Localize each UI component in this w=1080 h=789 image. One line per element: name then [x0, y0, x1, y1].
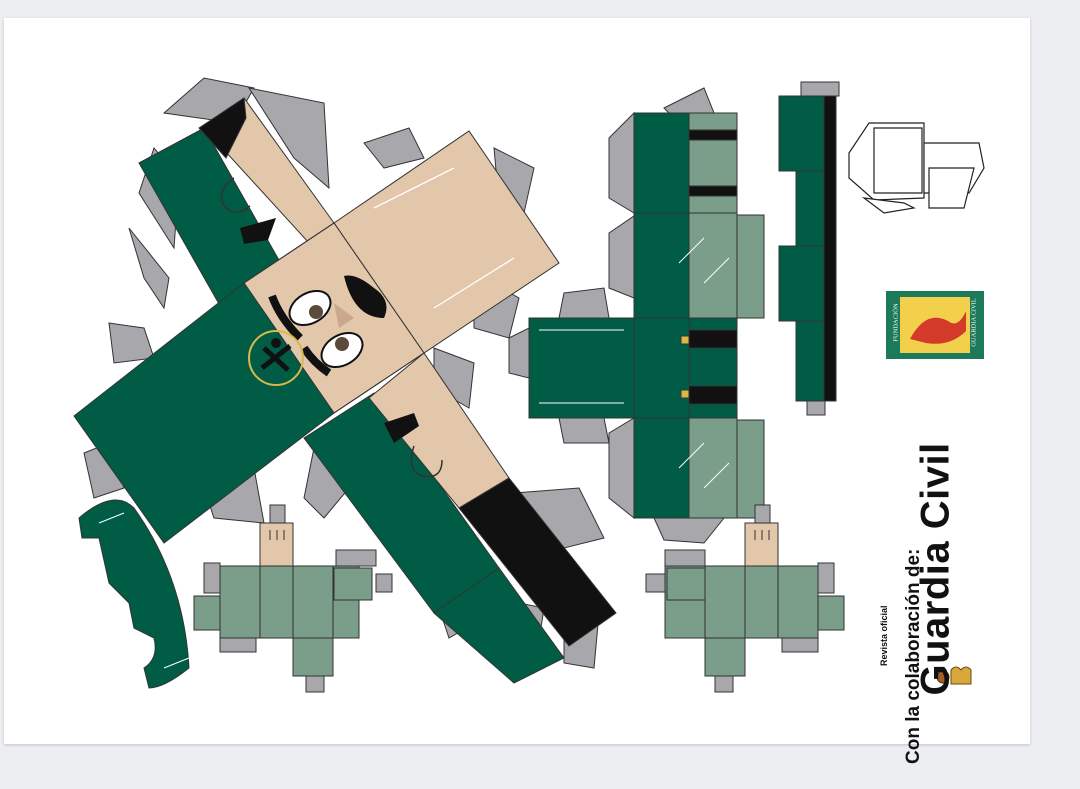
arm-flap [817, 595, 845, 631]
glue-tab [247, 87, 330, 190]
magazine-name: Guardia Civil [913, 442, 958, 696]
sideburn-icon [240, 218, 276, 244]
arm-flap [333, 567, 373, 601]
papercraft-template [73, 77, 985, 693]
arm-piece-right [645, 504, 845, 693]
glue-tab [800, 81, 840, 97]
box-panel [688, 212, 738, 319]
glue-tab [363, 127, 425, 169]
box-panel [633, 212, 690, 319]
credits-panel: Con la colaboración de: Guardia Civil Re… [864, 18, 1024, 764]
arm-flap [645, 573, 666, 593]
arm-flap [375, 573, 393, 593]
foundation-label-right: GUARDIA CIVIL [970, 298, 978, 347]
main-body-cross [73, 77, 617, 684]
arm-tab [305, 675, 325, 693]
glue-tab [653, 517, 726, 544]
arm-flap [817, 562, 835, 594]
arm-panel [219, 565, 261, 639]
torso-panel-bottom [433, 567, 565, 684]
arm-panel [292, 565, 334, 639]
box-panel [633, 417, 690, 519]
glue-tab [108, 322, 155, 364]
hand-tab [754, 504, 771, 524]
hair-shape [198, 97, 247, 159]
moustache-icon [344, 275, 387, 318]
box-side [528, 317, 635, 419]
magazine-prefix: Revista oficial [879, 605, 889, 666]
face-details [220, 167, 515, 478]
glue-tab [608, 215, 635, 299]
eyebrow-icon [268, 294, 303, 341]
arm-tab [219, 637, 257, 653]
papercraft-sheet: Con la colaboración de: Guardia Civil Re… [4, 18, 1030, 764]
box-flap [736, 419, 765, 519]
hat-brim [78, 499, 190, 689]
arm-panel [744, 565, 779, 639]
arm-panel [777, 565, 819, 639]
box-panel [633, 317, 690, 419]
glue-tab [508, 327, 530, 379]
box-panel [688, 112, 738, 214]
arm-flap [664, 549, 706, 567]
assembled-preview-icon [848, 122, 985, 214]
arm-flap [193, 595, 221, 631]
strip-panel [795, 170, 825, 247]
strip-panel [778, 95, 825, 172]
arm-end [704, 637, 746, 677]
box-panel [688, 417, 738, 519]
strip-panel [778, 245, 825, 322]
arm-flap [335, 549, 377, 567]
guardia-civil-emblem-icon [248, 330, 304, 386]
box-panel [633, 112, 690, 214]
arm-flap [666, 567, 706, 601]
ear-icon [410, 445, 443, 478]
arm-piece-left [193, 504, 393, 693]
arm-flap [203, 562, 221, 594]
glue-tab [806, 399, 826, 416]
arm-panel [259, 565, 294, 639]
hand-piece [259, 522, 294, 567]
fundacion-logo-icon: FUNDACIÓN GUARDIA CIVIL [886, 291, 984, 359]
torso-box [508, 87, 765, 544]
box-flap [736, 214, 765, 319]
hair-back [458, 477, 617, 647]
foundation-label-left: FUNDACIÓN [892, 303, 900, 342]
arm-end [292, 637, 334, 677]
glue-tab [128, 227, 170, 310]
glue-tab [558, 417, 610, 444]
eyebrow-icon [300, 345, 332, 377]
glue-tab [608, 417, 635, 520]
glue-tab [558, 287, 610, 319]
arm-tab [781, 637, 819, 653]
side-strip [778, 81, 840, 416]
arm-panel [704, 565, 746, 639]
ear-icon [220, 177, 251, 213]
nose-icon [334, 303, 354, 328]
strip-panel [795, 320, 825, 402]
hand-piece [744, 522, 779, 567]
sideburn-icon [384, 413, 419, 443]
hand-tab [269, 504, 286, 524]
arm-tab [714, 675, 734, 693]
glue-tab [608, 111, 635, 214]
crest-icon [936, 666, 972, 685]
